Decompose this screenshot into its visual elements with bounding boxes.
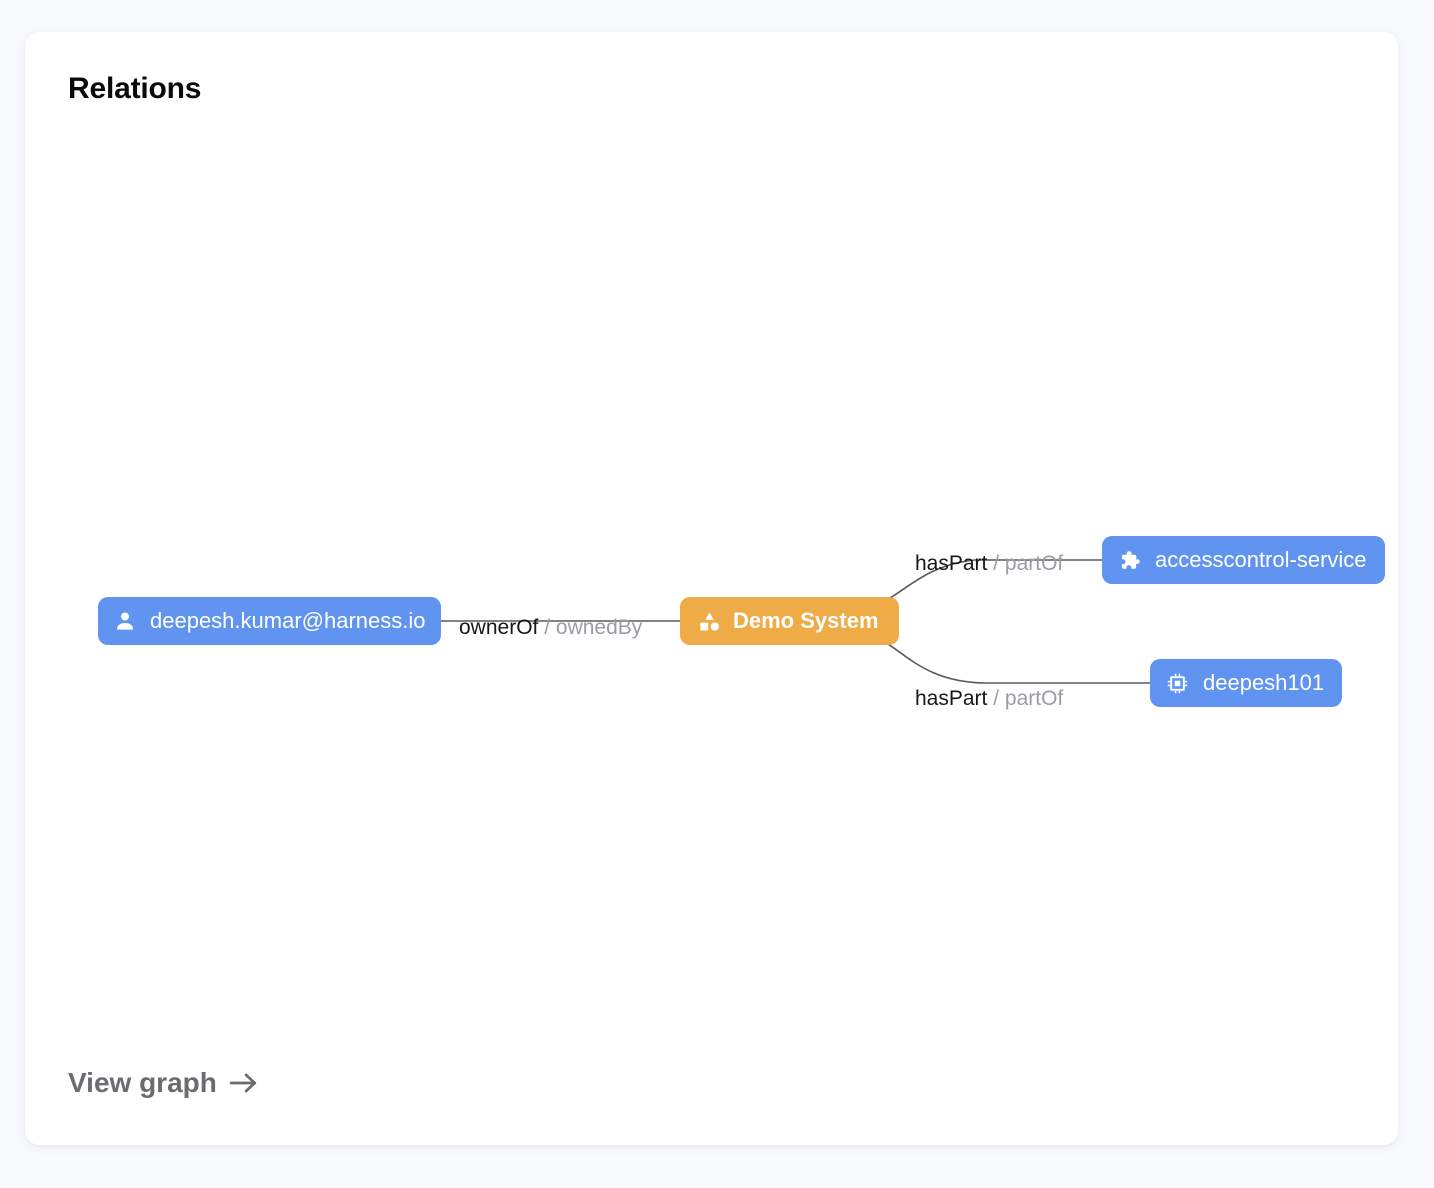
edge-label-haspart-component: hasPart / partOf: [915, 687, 1063, 711]
edge-label-forward: hasPart: [915, 687, 988, 710]
relations-card: Relations deepesh.kumar@harne: [25, 32, 1398, 1145]
edge-label-separator: /: [993, 552, 1000, 575]
view-graph-label: View graph: [68, 1067, 217, 1098]
edge-label-separator: /: [544, 616, 551, 639]
memory-chip-icon: [1164, 670, 1190, 696]
graph-node-label: Demo System: [733, 608, 879, 633]
graph-node-label: accesscontrol-service: [1155, 547, 1367, 572]
view-graph-link[interactable]: View graph: [68, 1067, 259, 1099]
person-icon: [112, 608, 138, 634]
category-icon: [696, 608, 722, 634]
edge-label-reverse: partOf: [1004, 552, 1064, 575]
graph-node-label: deepesh101: [1203, 670, 1325, 695]
edge-label-reverse: ownedBy: [555, 616, 643, 639]
edge-label-forward: hasPart: [915, 552, 988, 575]
arrow-right-icon: [229, 1070, 259, 1096]
graph-node-accesscontrol-service[interactable]: accesscontrol-service: [1102, 536, 1385, 584]
graph-node-user[interactable]: deepesh.kumar@harness.io: [98, 597, 442, 645]
graph-node-system[interactable]: Demo System: [680, 597, 899, 645]
puzzle-piece-icon: [1116, 547, 1142, 573]
graph-edges: [424, 559, 1150, 684]
edge-label-reverse: partOf: [1004, 687, 1064, 710]
relations-graph-canvas[interactable]: deepesh.kumar@harness.io Demo System: [25, 122, 1398, 1052]
graph-node-deepesh101[interactable]: deepesh101: [1150, 659, 1343, 707]
edge-label-owner: ownerOf / ownedBy: [459, 616, 642, 640]
page-title: Relations: [68, 72, 202, 105]
edge-label-separator: /: [993, 687, 1000, 710]
edge-label-forward: ownerOf: [459, 616, 539, 639]
graph-node-label: deepesh.kumar@harness.io: [150, 608, 426, 633]
edge-path-haspart-2: [880, 639, 1150, 684]
edge-label-haspart-service: hasPart / partOf: [915, 552, 1063, 576]
